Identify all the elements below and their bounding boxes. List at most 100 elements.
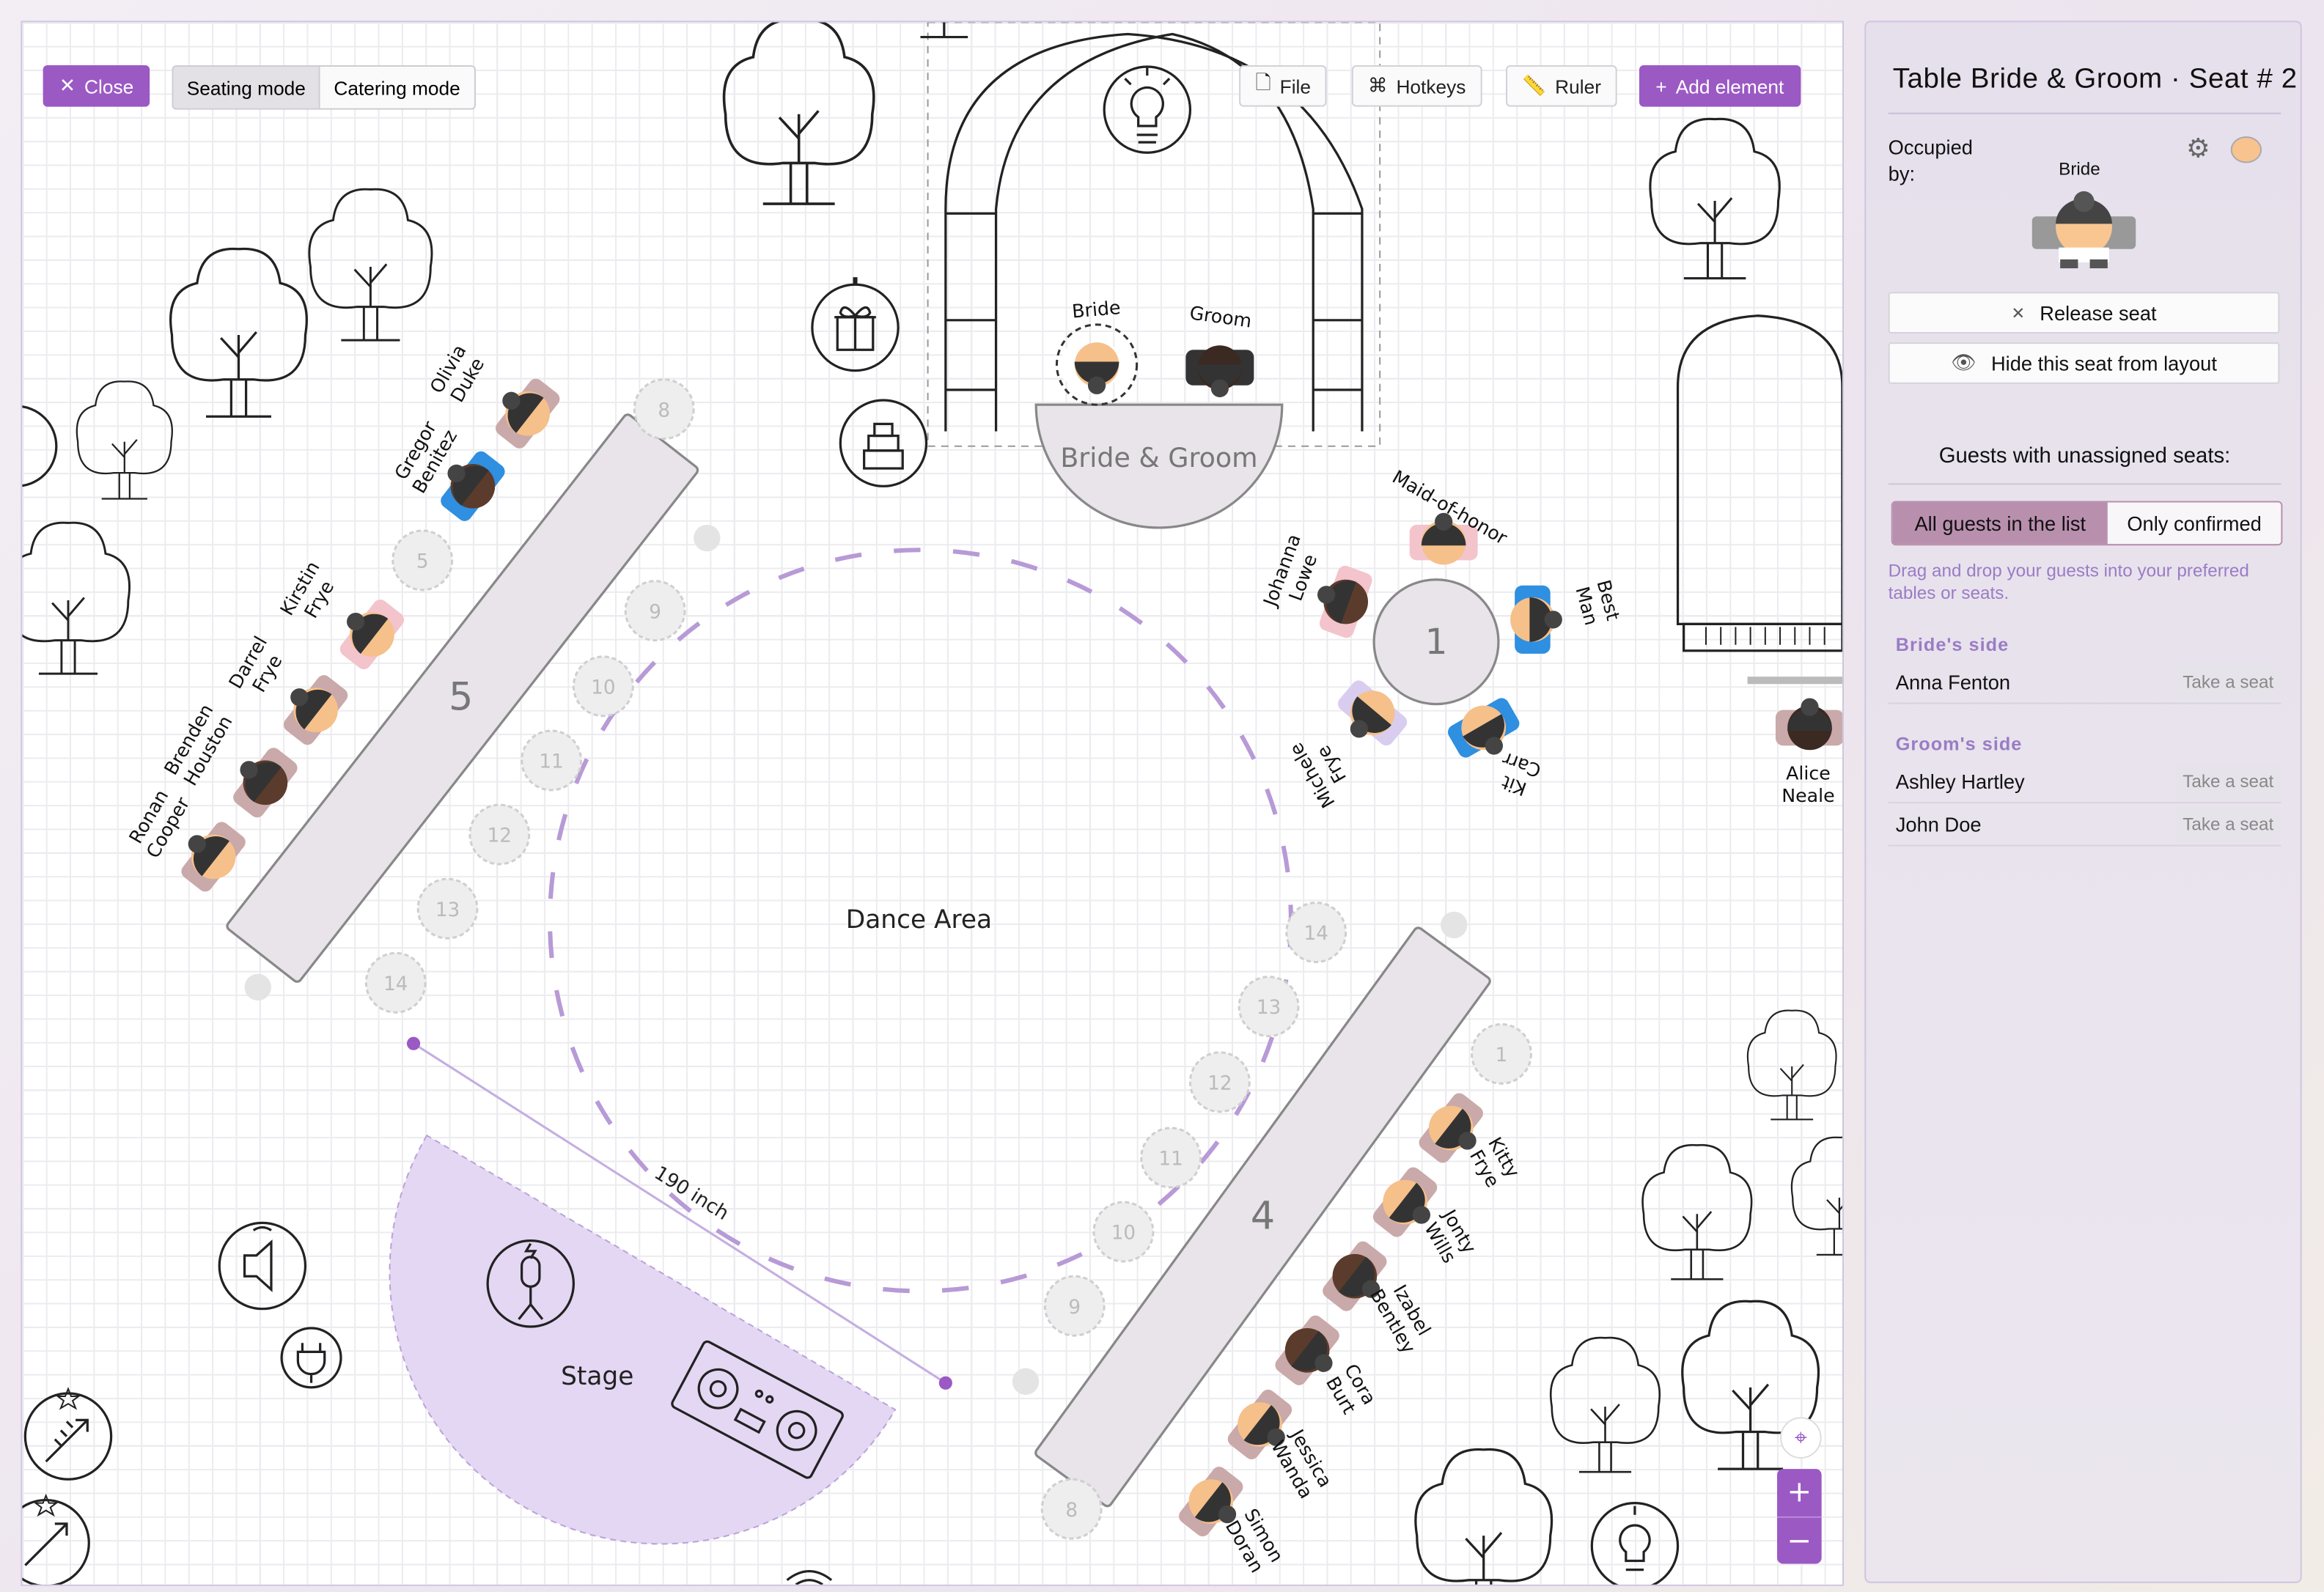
empty-seat[interactable]: 10 xyxy=(572,655,634,718)
release-seat-button[interactable]: ✕Release seat xyxy=(1888,292,2280,334)
empty-seat[interactable]: 11 xyxy=(521,729,583,792)
fireworks-icon[interactable] xyxy=(22,1493,90,1585)
catering-mode-tab[interactable]: Catering mode xyxy=(320,67,474,108)
empty-seat[interactable]: 5 xyxy=(391,529,454,592)
tree-icon[interactable] xyxy=(722,22,875,205)
empty-seat[interactable]: 11 xyxy=(1140,1127,1202,1189)
table-bride-groom[interactable] xyxy=(1034,403,1284,529)
take-seat-button[interactable]: Take a seat xyxy=(2175,663,2281,700)
empty-seat[interactable]: 12 xyxy=(468,803,531,866)
tree-icon[interactable] xyxy=(1649,117,1781,280)
hide-seat-button[interactable]: 👁Hide this seat from layout xyxy=(1888,342,2280,384)
guest-seat[interactable] xyxy=(1055,323,1139,406)
tree-icon[interactable] xyxy=(1681,1300,1820,1470)
tree-icon[interactable] xyxy=(1746,1009,1837,1121)
seat-number: 9 xyxy=(1068,1297,1081,1319)
seat-marker[interactable] xyxy=(1441,911,1468,939)
empty-seat[interactable]: 1 xyxy=(1471,1022,1532,1085)
guest-seat[interactable] xyxy=(1172,1461,1255,1547)
tree-icon[interactable] xyxy=(1549,1336,1661,1473)
empty-seat[interactable]: 8 xyxy=(1040,1478,1103,1540)
tree-icon[interactable] xyxy=(1790,1136,1842,1256)
guest-seat[interactable] xyxy=(1327,674,1413,758)
zoom-in-button[interactable]: + xyxy=(1777,1469,1822,1518)
empty-seat[interactable]: 9 xyxy=(624,580,686,642)
guest-seat[interactable] xyxy=(328,589,411,675)
empty-seat[interactable]: 12 xyxy=(1188,1051,1251,1113)
divider xyxy=(1888,112,2281,114)
locate-button[interactable]: ⌖ xyxy=(1780,1417,1822,1459)
file-button[interactable]: 🗋File xyxy=(1239,65,1328,107)
seat-marker[interactable] xyxy=(244,973,271,1001)
guest-seat[interactable] xyxy=(271,665,354,751)
add-element-button[interactable]: +Add element xyxy=(1639,65,1801,107)
empty-seat[interactable]: 14 xyxy=(1285,902,1347,963)
close-label: Close xyxy=(84,75,134,97)
tree-icon[interactable] xyxy=(1414,1448,1553,1585)
lightbulb-icon[interactable] xyxy=(1590,1502,1680,1585)
guest-seat[interactable] xyxy=(1269,1310,1352,1396)
seat-number: 9 xyxy=(649,601,661,623)
dj-console-icon[interactable] xyxy=(671,1340,845,1479)
empty-seat[interactable]: 13 xyxy=(1238,976,1300,1038)
close-button[interactable]: ✕Close xyxy=(43,65,150,107)
empty-seat[interactable]: 14 xyxy=(364,951,427,1014)
guest-seat[interactable] xyxy=(428,441,511,527)
tree-icon[interactable] xyxy=(1641,1143,1753,1280)
hotkeys-button[interactable]: ⌘Hotkeys xyxy=(1351,65,1482,107)
empty-seat[interactable]: 10 xyxy=(1092,1201,1155,1263)
guest-seat[interactable] xyxy=(1306,560,1378,642)
tree-icon[interactable] xyxy=(76,380,173,500)
seating-mode-tab[interactable]: Seating mode xyxy=(173,67,321,108)
tree-icon[interactable] xyxy=(308,188,433,342)
empty-seat[interactable]: 8 xyxy=(633,378,695,441)
empty-seat[interactable]: 9 xyxy=(1043,1275,1106,1337)
filter-only-confirmed[interactable]: Only confirmed xyxy=(2107,502,2281,545)
guest-seat[interactable] xyxy=(1775,698,1842,751)
seat-color-swatch[interactable] xyxy=(2230,136,2262,163)
group-grooms-side: Groom's side xyxy=(1895,734,2023,755)
guest-seat[interactable] xyxy=(1443,691,1528,770)
table-5[interactable] xyxy=(226,413,699,983)
filter-all-guests[interactable]: All guests in the list xyxy=(1892,502,2108,545)
guest-seat[interactable] xyxy=(169,811,252,897)
gift-icon[interactable] xyxy=(811,277,900,372)
guest-seat[interactable] xyxy=(1367,1162,1449,1248)
table-1[interactable] xyxy=(1372,578,1500,706)
settings-icon[interactable]: ⚙ xyxy=(2186,133,2210,163)
guest-seat[interactable] xyxy=(1413,1088,1496,1173)
guest-seat[interactable] xyxy=(483,369,566,454)
seat-number: 8 xyxy=(1065,1500,1078,1522)
stage-area[interactable] xyxy=(389,1134,897,1545)
piano-icon[interactable] xyxy=(1676,314,1842,685)
seat-marker[interactable] xyxy=(1012,1368,1040,1395)
guest-seat[interactable] xyxy=(221,737,304,823)
ruler-button[interactable]: 📏Ruler xyxy=(1506,65,1618,107)
guest-seat[interactable] xyxy=(1221,1384,1304,1470)
cake-icon[interactable] xyxy=(839,399,928,487)
ruler-measurement[interactable] xyxy=(406,1036,952,1390)
empty-seat[interactable]: 13 xyxy=(416,877,479,940)
seat-marker[interactable] xyxy=(694,524,721,552)
take-seat-button[interactable]: Take a seat xyxy=(2175,806,2281,842)
lightbulb-icon[interactable] xyxy=(1103,65,1192,154)
guest-seat[interactable] xyxy=(1409,512,1478,565)
guest-seat[interactable] xyxy=(1185,345,1254,397)
seat-number: 14 xyxy=(383,973,408,995)
microphone-icon[interactable] xyxy=(486,1239,576,1328)
speaker-icon[interactable] xyxy=(218,1221,307,1311)
tree-icon[interactable] xyxy=(22,521,131,675)
guest-seat[interactable] xyxy=(1510,585,1562,654)
arch-icon[interactable] xyxy=(920,22,1381,447)
zoom-out-button[interactable]: − xyxy=(1787,1522,1812,1558)
take-seat-button[interactable]: Take a seat xyxy=(2175,763,2281,800)
guest-seat[interactable] xyxy=(1316,1236,1399,1322)
fireworks-icon[interactable] xyxy=(23,1387,113,1481)
plug-icon[interactable] xyxy=(280,1327,342,1389)
tree-icon[interactable] xyxy=(169,247,308,418)
